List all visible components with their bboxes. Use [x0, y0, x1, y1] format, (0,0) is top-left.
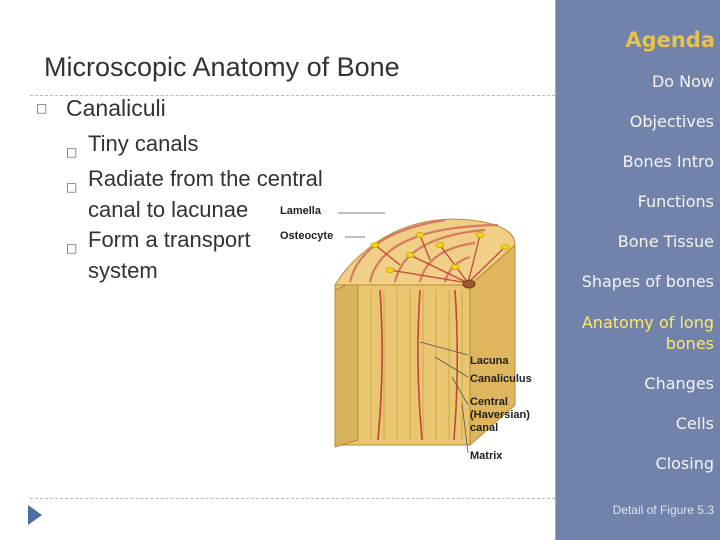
central-canal-label: Central (Haversian) canal — [470, 396, 530, 435]
osteocyte-label: Osteocyte — [280, 230, 334, 242]
agenda-item-anatomy-of-long-bones[interactable]: Anatomy of long — [581, 313, 714, 332]
central-canal-label-line: Central — [470, 396, 508, 408]
canaliculus-label: Canaliculus — [470, 373, 532, 385]
bullet-text: Canaliculi — [66, 95, 166, 121]
title-divider — [30, 95, 555, 96]
sub-bullet-line: canal to lacunae — [88, 197, 249, 222]
agenda-item-bones-intro[interactable]: Bones Intro — [622, 152, 714, 171]
agenda-heading: Agenda — [625, 28, 715, 52]
sub-bullet-line: Tiny canals — [88, 131, 199, 156]
square-bullet-icon: □ — [36, 101, 48, 115]
sub-bullet-line: Form a transport — [88, 227, 251, 252]
lamella-label: Lamella — [280, 205, 321, 217]
agenda-item-closing[interactable]: Closing — [655, 454, 714, 473]
agenda-item-changes[interactable]: Changes — [644, 374, 714, 393]
square-bullet-icon: □ — [66, 180, 78, 194]
agenda-item-cells[interactable]: Cells — [675, 414, 714, 433]
next-slide-arrow-icon[interactable] — [28, 505, 42, 525]
sub-bullet-tiny-canals: □ Tiny canals — [66, 128, 198, 159]
agenda-item-bone-tissue[interactable]: Bone Tissue — [617, 232, 714, 251]
sub-bullet-line: Radiate from the central — [88, 166, 323, 191]
figure-caption: Detail of Figure 5.3 — [612, 503, 714, 517]
agenda-item-shapes-of-bones[interactable]: Shapes of bones — [581, 272, 714, 291]
central-canal-label-line: canal — [470, 422, 499, 434]
footer-divider — [30, 498, 555, 499]
bullet-canaliculi: □ Canaliculi — [36, 95, 166, 122]
lacuna-label: Lacuna — [470, 355, 509, 367]
sub-bullet-line: system — [88, 258, 158, 283]
agenda-item-do-now[interactable]: Do Now — [651, 72, 714, 91]
sub-bullet-transport: □ Form a transport system — [66, 224, 251, 286]
sub-bullet-radiate: □ Radiate from the central canal to lacu… — [66, 163, 323, 225]
central-canal-label-line: (Haversian) — [470, 409, 530, 421]
matrix-label: Matrix — [470, 450, 503, 462]
agenda-sidebar: Agenda Do Now Objectives Bones Intro Fun… — [555, 0, 720, 540]
agenda-item-anatomy-of-long-bones-line2[interactable]: bones — [665, 334, 714, 353]
square-bullet-icon: □ — [66, 241, 78, 255]
bone-tissue-figure: Lamella Osteocyte Lacuna Canaliculus Cen… — [270, 185, 555, 475]
agenda-item-objectives[interactable]: Objectives — [629, 112, 714, 131]
agenda-item-functions[interactable]: Functions — [637, 192, 714, 211]
slide-title: Microscopic Anatomy of Bone — [44, 52, 400, 82]
osteon-illustration — [334, 212, 516, 454]
square-bullet-icon: □ — [66, 145, 78, 159]
